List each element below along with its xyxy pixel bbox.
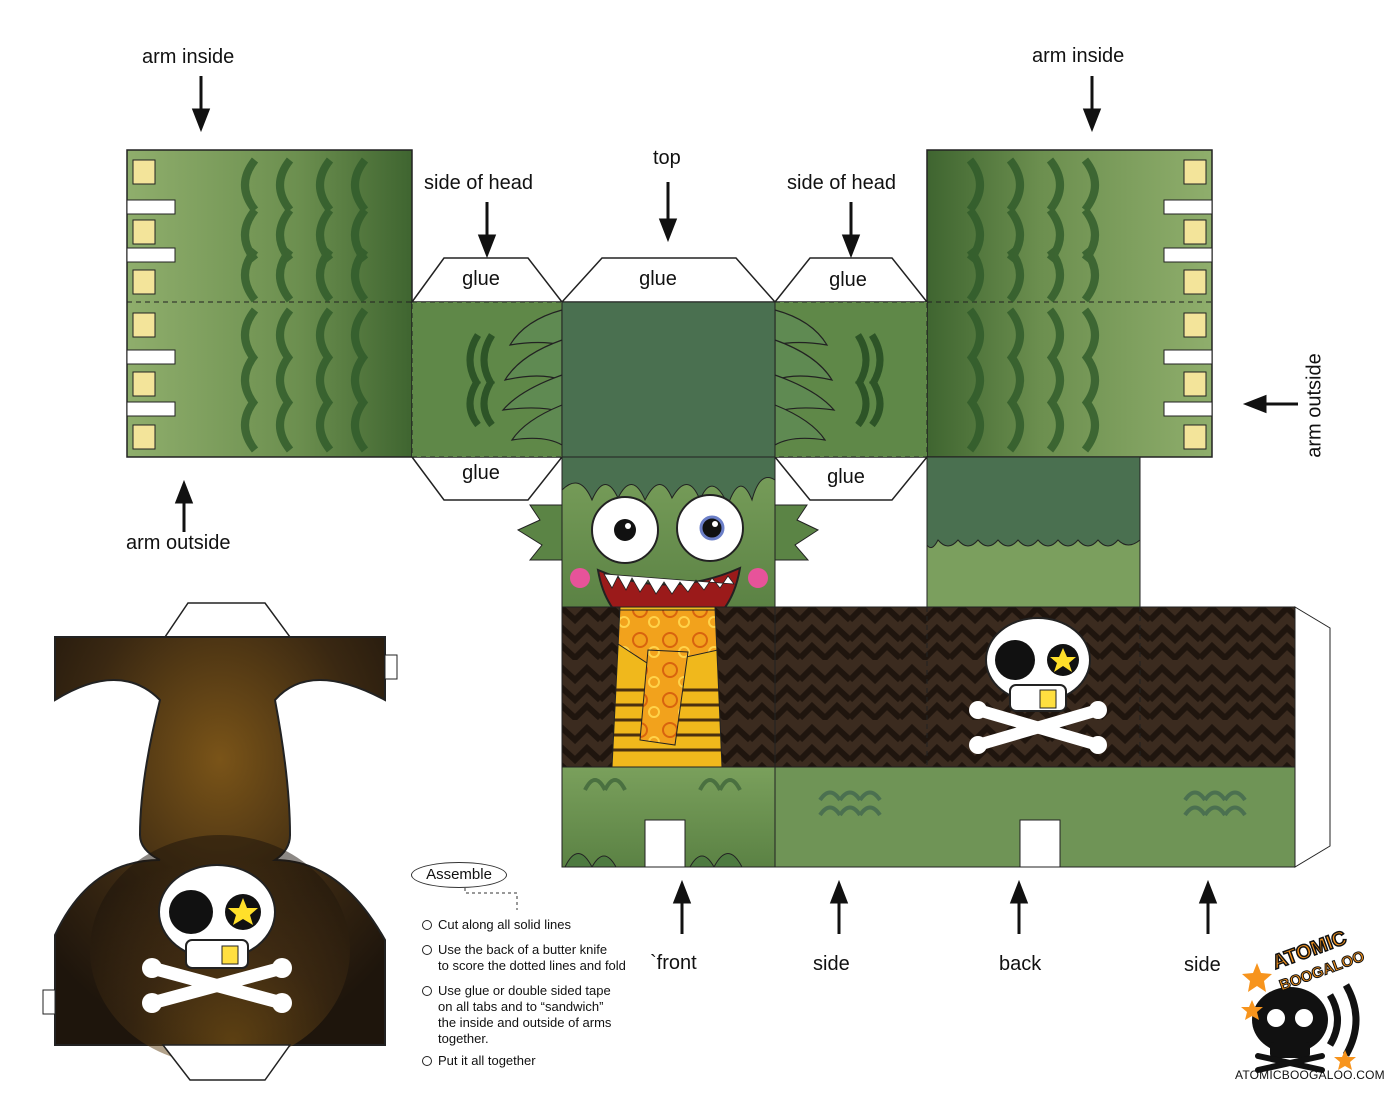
label-arm-outside-left: arm outside — [126, 532, 231, 554]
body-strip — [774, 606, 1331, 868]
brand-url: ATOMICBOOGALOO.COM — [1235, 1068, 1385, 1082]
instruction-list: Cut along all solid lines Use the back o… — [422, 917, 662, 1078]
base-panel — [42, 602, 398, 1081]
instruction-step-1: Cut along all solid lines — [422, 917, 662, 933]
label-back: back — [999, 953, 1042, 975]
left-fin — [516, 504, 563, 561]
label-arm-inside-left: arm inside — [142, 46, 235, 68]
assemble-connector — [464, 888, 518, 910]
left-arm-panel — [126, 149, 413, 458]
assemble-title: Assemble — [411, 862, 507, 888]
label-side-2: side — [1184, 954, 1221, 976]
label-side-of-head-left: side of head — [424, 172, 533, 194]
label-front: `front — [650, 952, 697, 974]
label-glue-1: glue — [462, 268, 500, 290]
instruction-step-3: Use glue or double sided tape on all tab… — [422, 983, 662, 1047]
instruction-step-4: Put it all together — [422, 1053, 662, 1069]
head-side-panels — [411, 301, 928, 458]
label-glue-3: glue — [829, 269, 867, 291]
label-glue-5: glue — [827, 466, 865, 488]
base-skull-icon — [142, 864, 292, 1013]
label-top: top — [653, 147, 681, 169]
label-arm-inside-right: arm inside — [1032, 45, 1125, 67]
back-head-panel — [926, 456, 1141, 608]
label-side-of-head-right: side of head — [787, 172, 896, 194]
back-skull-icon — [969, 617, 1107, 754]
right-fin — [774, 504, 820, 561]
right-arm-panel — [926, 149, 1213, 458]
label-glue-2: glue — [639, 268, 677, 290]
label-arm-outside-right: arm outside — [1303, 353, 1326, 458]
label-glue-4: glue — [462, 462, 500, 484]
brand-logo: ATOMIC BOOGALOO — [1241, 926, 1368, 1073]
front-body-panel — [561, 606, 776, 868]
label-side-1: side — [813, 953, 850, 975]
head-top-panel — [561, 301, 776, 458]
arrows — [174, 76, 1298, 934]
instruction-step-2: Use the back of a butter knife to score … — [422, 942, 662, 974]
